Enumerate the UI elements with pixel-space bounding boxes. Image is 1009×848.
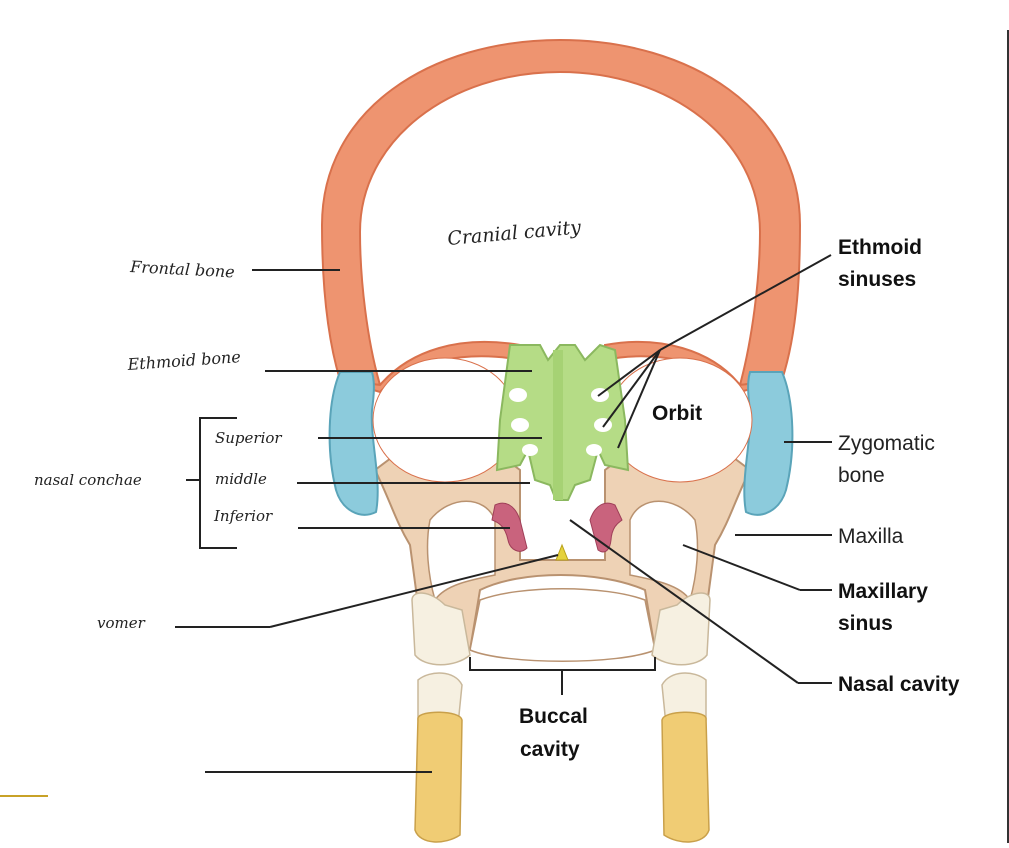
leader-maxillary-sinus [682,544,801,591]
leader-lines [175,254,832,773]
label-vomer: vomer [97,614,146,632]
vomer-shape [555,543,569,561]
label-buccal-cavity-2: cavity [520,738,580,761]
frontal-bone-shape [320,38,802,387]
label-orbit: Orbit [652,402,702,425]
leader-ethmoid-sinuses [659,254,832,351]
orbit-left [372,357,518,483]
label-nasal-cavity: Nasal cavity [838,673,960,696]
leader-ethmoid-sinuses-a [597,349,661,397]
nasal-conchae-bracket [199,417,237,549]
zygomatic-left-shape [328,371,379,516]
label-nasal-conchae: nasal conchae [34,471,142,489]
upper-tooth-left [411,592,471,666]
leader-nasal-cavity [569,519,799,684]
label-zygomatic-2: bone [838,464,885,487]
label-zygomatic-1: Zygomatic [838,432,935,455]
label-inferior: Inferior [213,507,273,525]
zygomatic-right-shape [743,371,794,516]
label-maxillary-sinus-1: Maxillary [838,580,928,603]
label-superior: Superior [215,429,282,447]
buccal-cavity-shape [469,588,656,662]
label-buccal-cavity-1: Buccal [519,705,588,728]
label-maxillary-sinus-2: sinus [838,612,893,635]
tooth-root-left [414,711,463,843]
leader-ethmoid-sinuses-c [617,349,661,449]
label-ethmoid-bone: Ethmoid bone [126,347,241,374]
tooth-root-right [661,711,710,843]
label-ethmoid-sinuses-2: sinuses [838,268,916,291]
label-middle: middle [215,470,267,488]
label-maxilla: Maxilla [838,525,904,548]
perpendicular-plate [553,350,563,500]
label-frontal-bone: Frontal bone [129,257,235,281]
ethmoid-cell [586,444,602,456]
leader-ethmoid-sinuses-b [602,349,661,428]
label-cranial-cavity: Cranial cavity [447,216,583,250]
ethmoid-cell [509,388,527,402]
label-ethmoid-sinuses-1: Ethmoid [838,236,922,259]
ethmoid-cell [511,418,529,432]
ethmoid-cell [522,444,538,456]
leader-vomer-diag [269,554,559,628]
upper-tooth-right [651,592,711,666]
